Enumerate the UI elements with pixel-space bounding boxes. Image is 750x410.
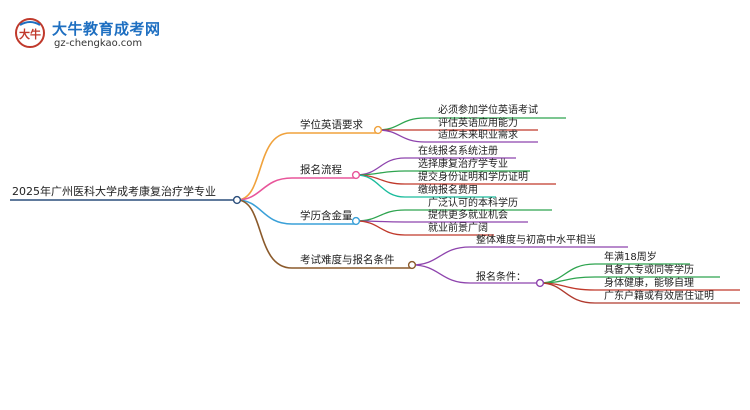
branch-label-degree-english: 学位英语要求 (300, 119, 363, 131)
link-root-branch-4 (236, 199, 412, 269)
leaf-label: 具备大专或同等学历 (604, 265, 694, 276)
link-b2-leaf-4 (355, 174, 496, 198)
link-b3-leaf-2 (355, 220, 528, 223)
link-b4-leaf-2 (411, 264, 540, 284)
branch-label-degree-value: 学历含金量 (300, 210, 353, 222)
leaf-label: 评估英语应用能力 (438, 118, 518, 129)
leaf-label: 适应未来职业需求 (438, 130, 518, 141)
leaf-label: 提供更多就业机会 (428, 210, 508, 221)
branch-label-registration-process: 报名流程 (300, 164, 342, 176)
logo-site-url: gz-chengkao.com (54, 38, 143, 49)
site-logo[interactable]: 大牛 大牛教育成考网 gz-chengkao.com (14, 16, 160, 52)
root-label: 2025年广州医科大学成考康复治疗学专业 (12, 185, 216, 198)
leaf-label: 广东户籍或有效居住证明 (604, 291, 714, 302)
leaf-label: 缴纳报名费用 (418, 185, 478, 196)
link-root-branch-1 (236, 132, 378, 201)
leaf-label: 选择康复治疗学专业 (418, 159, 508, 170)
link-b4s-leaf-4 (539, 282, 740, 304)
link-b1-leaf-3 (377, 129, 538, 143)
logo-mark-text: 大牛 (19, 27, 41, 41)
link-root-branch-2 (236, 177, 356, 201)
leaf-label: 在线报名系统注册 (418, 146, 498, 157)
node-branch-4 (407, 260, 417, 270)
leaf-label: 年满18周岁 (604, 252, 657, 263)
link-root-branch-3 (236, 199, 356, 225)
leaf-label: 必须参加学位英语考试 (438, 105, 538, 116)
node-branch-3 (351, 216, 361, 226)
node-branch-2 (351, 170, 361, 180)
leaf-label: 整体难度与初高中水平相当 (476, 235, 596, 246)
leaf-label: 就业前景广阔 (428, 223, 488, 234)
leaf-label: 广泛认可的本科学历 (428, 198, 518, 209)
node-root (232, 195, 242, 205)
node-subbranch (535, 278, 545, 288)
logo-brand-name: 大牛教育成考网 (52, 20, 161, 38)
leaf-label: 身体健康，能够自理 (604, 278, 694, 289)
branch-label-exam-difficulty: 考试难度与报名条件 (300, 254, 395, 266)
logo-mark-icon: 大牛 (15, 18, 45, 48)
link-b3-leaf-3 (355, 220, 494, 236)
leaf-label: 提交身份证明和学历证明 (418, 172, 528, 183)
node-branch-1 (373, 125, 383, 135)
link-b4-leaf-1 (411, 246, 628, 266)
subbranch-label: 报名条件： (476, 272, 526, 283)
